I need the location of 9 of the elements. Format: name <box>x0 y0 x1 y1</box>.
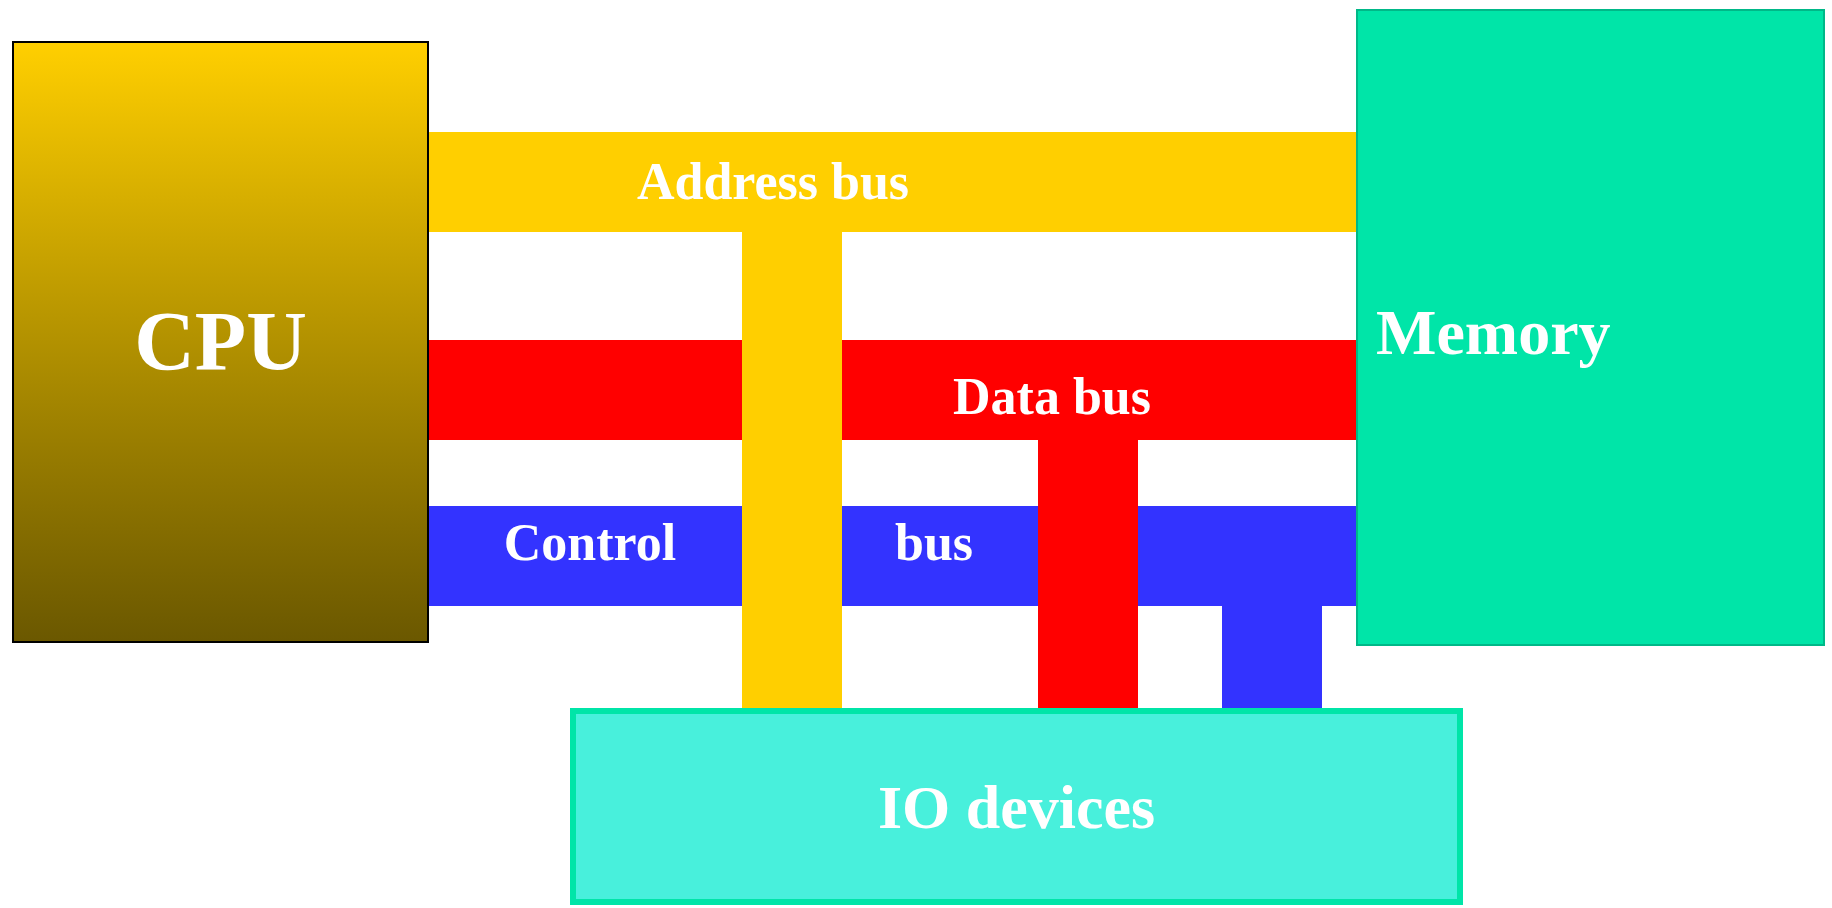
edge-label: Control <box>503 517 677 569</box>
node-label: IO devices <box>877 775 1156 838</box>
edge-label: Address bus <box>636 156 910 208</box>
node-label: CPU <box>134 300 307 384</box>
edge-label: bus <box>894 517 974 569</box>
cpu-box <box>12 41 429 643</box>
memory-box <box>1356 9 1825 646</box>
edge-label: Data bus <box>953 371 1151 423</box>
io-devices-box <box>570 708 1463 905</box>
